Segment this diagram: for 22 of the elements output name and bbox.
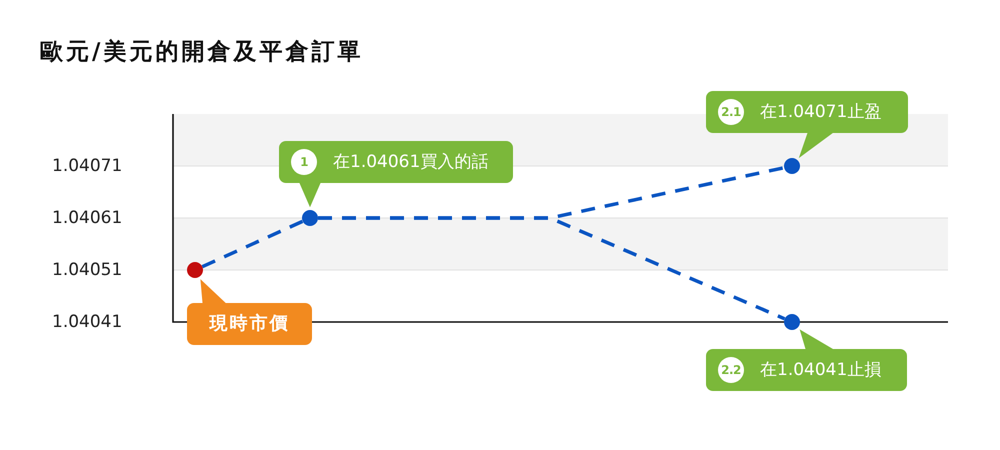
axis-tick-label: 1.04041 [52,311,122,333]
axis-tick-label: 1.04071 [52,155,122,177]
callout-pointer [800,329,832,350]
data-point-icon [784,158,800,174]
axis-tick-label: 1.04051 [52,259,122,281]
callout-pointer [798,132,832,158]
dashed-line [318,216,786,320]
data-point-icon [784,314,800,330]
callout-text: 現時市價 [210,315,290,333]
number-badge: 2.1 [718,99,744,125]
data-point-icon [187,262,203,278]
callout-pointer [200,279,226,304]
callout-text: 在1.04071止盈 [760,104,882,120]
number-badge: 2.2 [718,357,744,383]
callout-text: 在1.04061買入的話 [333,154,488,170]
dashed-line [202,220,304,268]
number-badge: 1 [291,149,317,175]
callout-text: 在1.04041止損 [760,362,882,378]
axis-tick-label: 1.04061 [52,207,122,229]
chart-title: 歐元/美元的開倉及平倉訂單 [40,38,364,67]
data-point-icon [302,210,318,226]
callout-pointer [299,182,320,208]
